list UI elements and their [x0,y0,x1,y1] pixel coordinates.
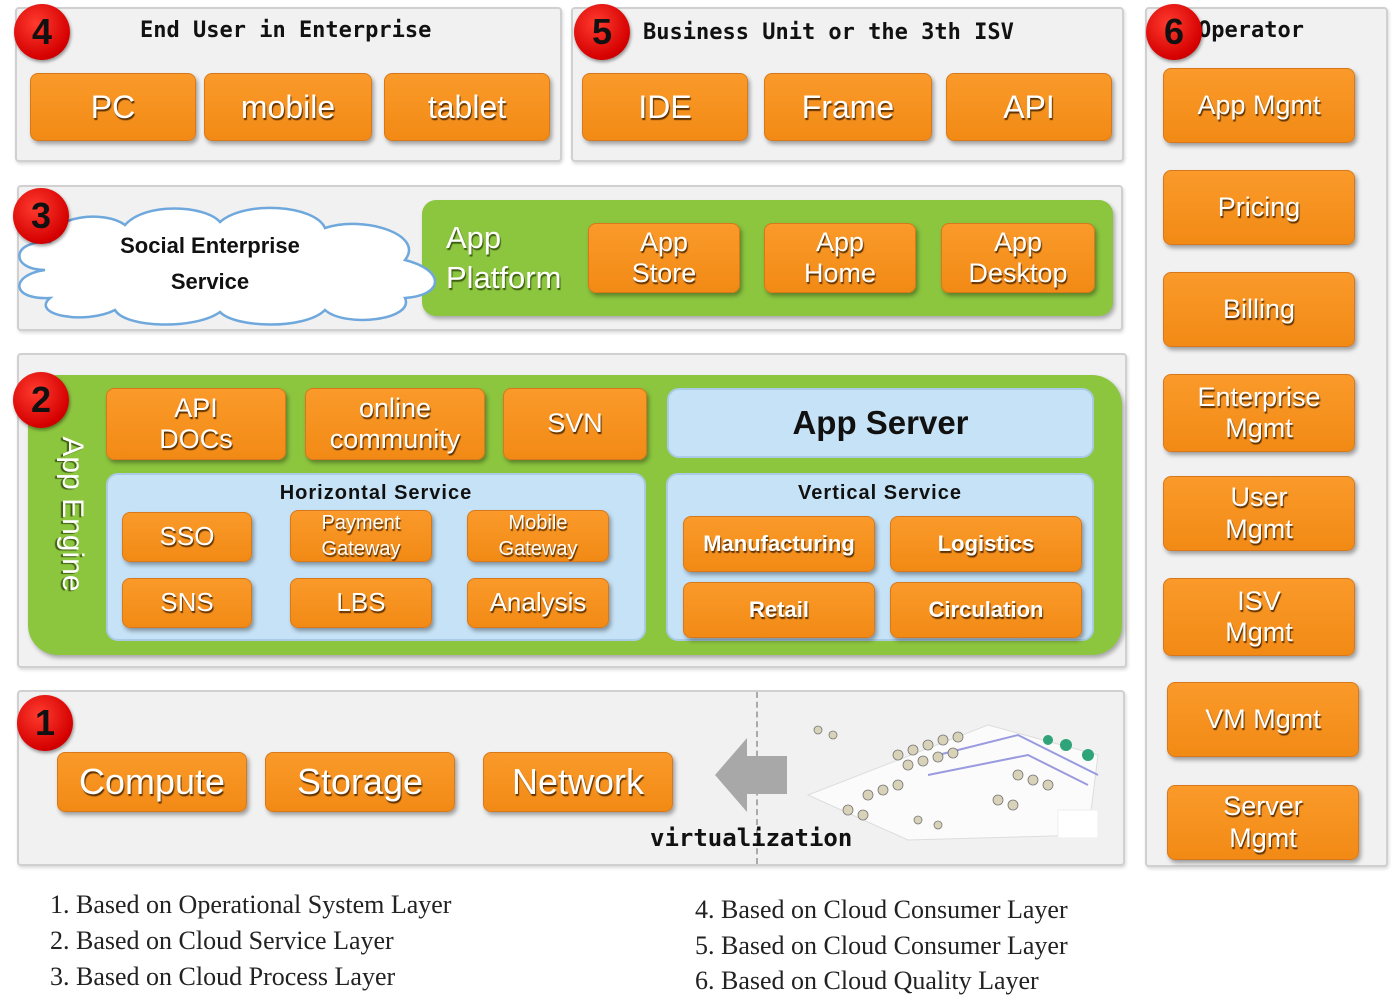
note-5: 5. Based on Cloud Consumer Layer [695,931,1068,960]
retail-button[interactable]: Retail [683,582,875,638]
server-mgmt-button[interactable]: Server Mgmt [1167,785,1359,860]
arrow-left-icon [715,738,787,812]
layer3-badge: 3 [13,188,69,244]
mobile-gateway-button[interactable]: Mobile Gateway [467,510,609,562]
enterprise-mgmt-button[interactable]: Enterprise Mgmt [1163,374,1355,452]
layer5-badge: 5 [574,4,630,60]
frame-button[interactable]: Frame [764,73,932,141]
isv-mgmt-button[interactable]: ISV Mgmt [1163,578,1355,656]
vm-mgmt-button[interactable]: VM Mgmt [1167,682,1359,757]
horizontal-service-title: Horizontal Service [279,482,473,504]
manufacturing-button[interactable]: Manufacturing [683,516,875,572]
network-topology-image [806,724,1099,841]
payment-gateway-button[interactable]: Payment Gateway [290,510,432,562]
app-engine-label: App Engine [56,436,89,592]
note-6: 6. Based on Cloud Quality Layer [695,966,1039,995]
note-3: 3. Based on Cloud Process Layer [50,962,396,991]
app-server-box[interactable]: App Server [667,388,1094,458]
circulation-button[interactable]: Circulation [890,582,1082,638]
note-4: 4. Based on Cloud Consumer Layer [695,895,1068,924]
app-store-button[interactable]: App Store [588,223,740,293]
layer6-title: Operator [1198,18,1304,43]
pricing-button[interactable]: Pricing [1163,170,1355,245]
layer2-badge: 2 [13,372,69,428]
ide-button[interactable]: IDE [582,73,748,141]
lbs-button[interactable]: LBS [290,578,432,628]
billing-button[interactable]: Billing [1163,272,1355,347]
note-1: 1. Based on Operational System Layer [50,890,452,919]
analysis-button[interactable]: Analysis [467,578,609,628]
virtualization-label: virtualization [650,824,853,852]
vertical-service-title: Vertical Service [798,482,962,504]
storage-button[interactable]: Storage [265,752,455,812]
sns-button[interactable]: SNS [122,578,252,628]
layer6-badge: 6 [1146,4,1202,60]
pc-button[interactable]: PC [30,73,196,141]
network-button[interactable]: Network [483,752,673,812]
compute-button[interactable]: Compute [57,752,247,812]
social-enterprise-service-label: Social Enterprise Service [120,233,300,294]
app-desktop-button[interactable]: App Desktop [941,223,1095,293]
logistics-button[interactable]: Logistics [890,516,1082,572]
api-docs-button[interactable]: API DOCs [106,388,286,460]
layer1-badge: 1 [17,695,73,751]
online-community-button[interactable]: online community [305,388,485,460]
svn-button[interactable]: SVN [503,388,647,460]
mobile-button[interactable]: mobile [204,73,372,141]
app-platform-label: App Platform [446,220,562,295]
layer4-badge: 4 [14,4,70,60]
layer4-title: End User in Enterprise [140,18,432,43]
app-home-button[interactable]: App Home [764,223,916,293]
layer5-title: Business Unit or the 3th ISV [643,20,1014,45]
cloud-icon [18,206,437,326]
sso-button[interactable]: SSO [122,512,252,562]
user-mgmt-button[interactable]: User Mgmt [1163,476,1355,551]
api-button[interactable]: API [946,73,1112,141]
tablet-button[interactable]: tablet [384,73,550,141]
note-2: 2. Based on Cloud Service Layer [50,926,394,955]
app-mgmt-button[interactable]: App Mgmt [1163,68,1355,143]
